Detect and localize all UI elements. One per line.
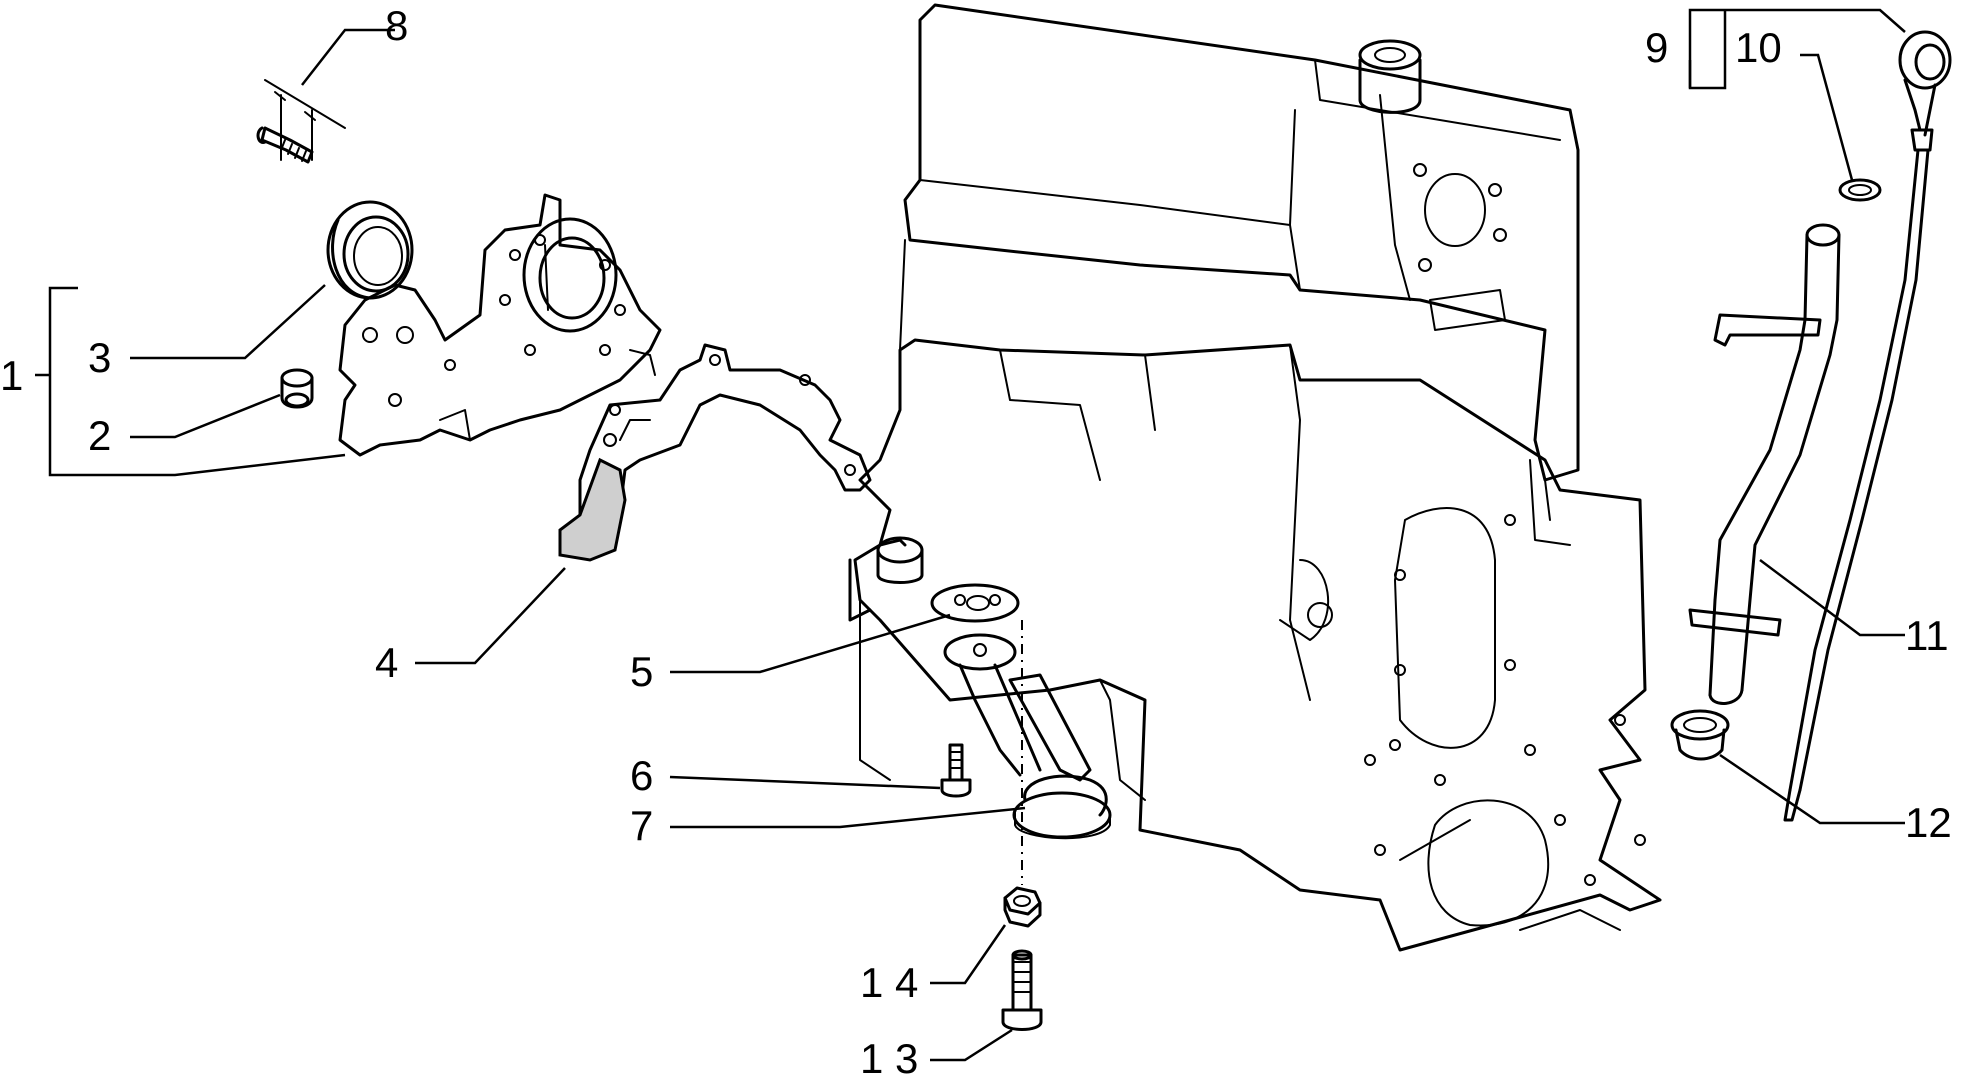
callout-6: 6 bbox=[630, 752, 653, 799]
callout-8: 8 bbox=[385, 2, 408, 49]
leader-lines bbox=[35, 8, 1906, 1062]
grommet bbox=[1670, 709, 1730, 761]
callout-3: 3 bbox=[88, 334, 111, 381]
small-bolt bbox=[940, 743, 972, 798]
callout-11: 11 bbox=[1905, 612, 1949, 659]
bolt bbox=[1001, 949, 1043, 1031]
callout-1: 1 bbox=[0, 352, 23, 399]
callout-14: 1 4 bbox=[860, 959, 918, 1006]
callout-4: 4 bbox=[375, 639, 398, 686]
callout-5: 5 bbox=[630, 648, 653, 695]
o-ring bbox=[1838, 178, 1882, 202]
oil-pump-front-cover bbox=[338, 193, 662, 457]
oil-pickup-gasket bbox=[930, 583, 1020, 623]
oil-dipstick bbox=[1783, 30, 1952, 822]
callout-13: 1 3 bbox=[860, 1035, 918, 1076]
callout-9: 9 bbox=[1645, 24, 1668, 71]
crankshaft-seal-ring bbox=[326, 200, 414, 300]
bolt-with-dimension bbox=[256, 79, 346, 164]
plug bbox=[280, 368, 314, 409]
gasket bbox=[558, 343, 872, 562]
callout-7: 7 bbox=[630, 802, 653, 849]
nut bbox=[1003, 886, 1042, 928]
engine-block bbox=[848, 3, 1662, 952]
callout-12: 12 bbox=[1905, 799, 1952, 846]
callout-10: 10 bbox=[1735, 24, 1782, 71]
oil-pickup-strainer bbox=[943, 633, 1112, 840]
callout-2: 2 bbox=[88, 412, 111, 459]
dipstick-tube bbox=[1688, 223, 1841, 705]
